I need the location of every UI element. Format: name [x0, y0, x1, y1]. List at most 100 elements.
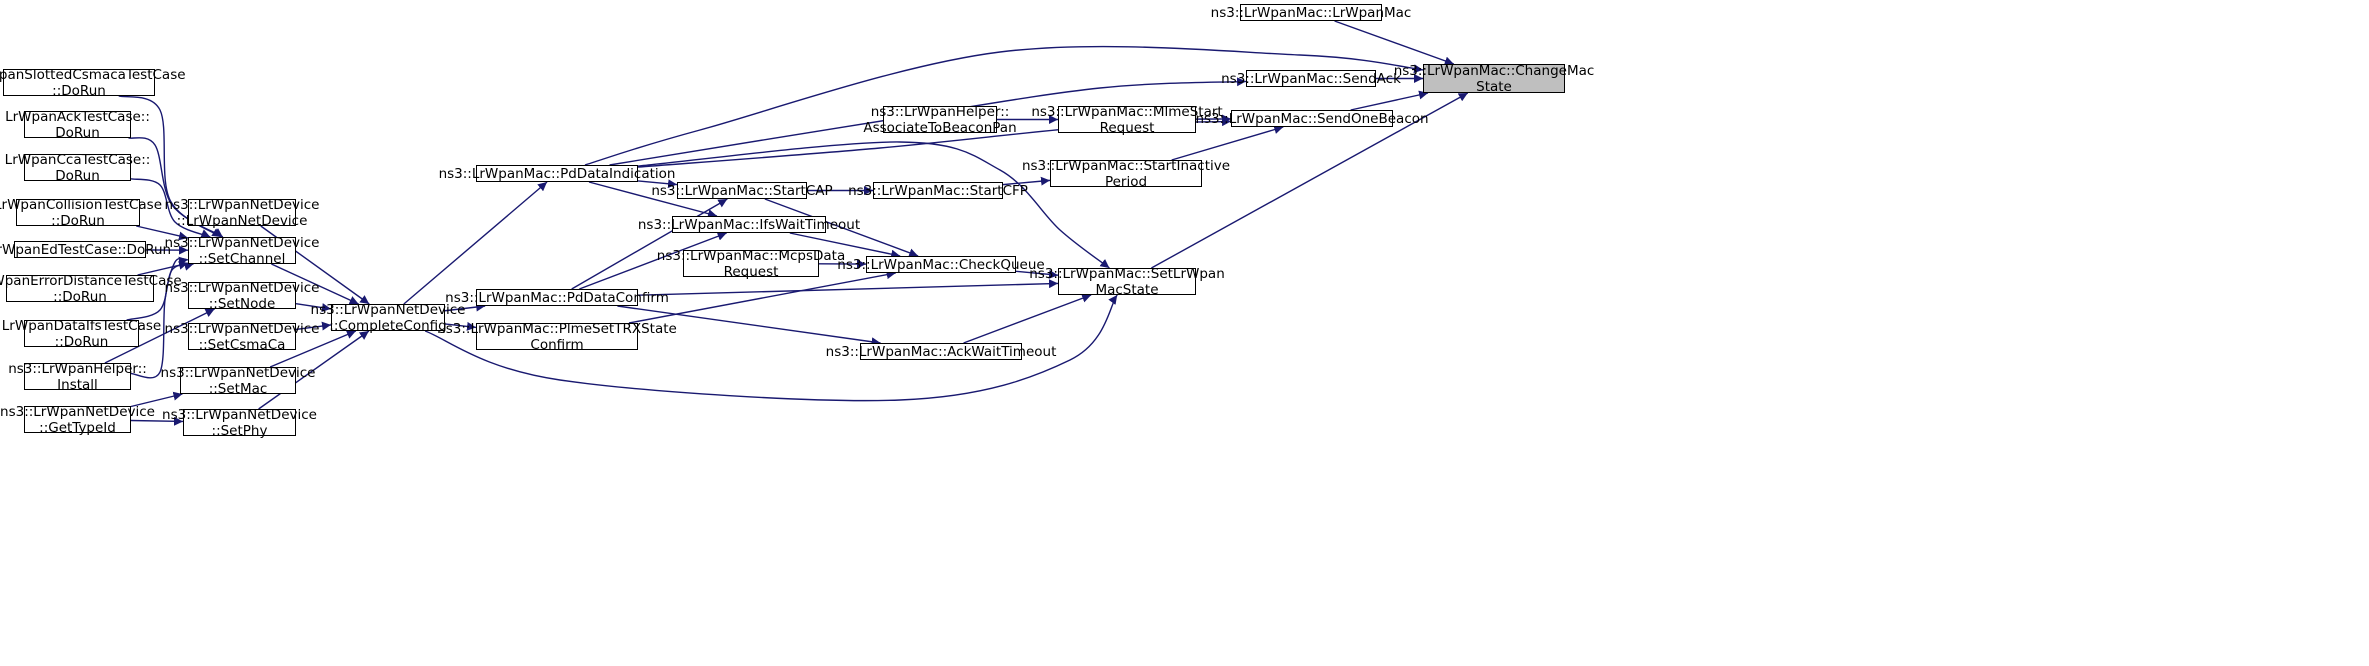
node-label-line: ns3::LrWpanMac::StartCAP: [651, 182, 833, 199]
edge-pddataconf-to-startcap: [571, 198, 728, 290]
node-label-line: Request: [723, 263, 779, 280]
edge-startcap-to-checkqueue: [764, 198, 919, 258]
edge-pddataconf-to-setlrwpan: [637, 279, 1059, 296]
edge-pddataind-to-root: [584, 45, 1424, 166]
edge-setchannel-to-completeconfig: [271, 263, 359, 305]
edge-collision-to-setchannel: [136, 225, 189, 241]
node-label-line: ns3::LrWpanMac::MlmeStart: [1031, 103, 1223, 120]
edge-pddataconf-to-ackwait: [617, 305, 881, 347]
node-setphy[interactable]: ns3::LrWpanNetDevice::SetPhy: [162, 407, 317, 439]
node-label-line: ns3::LrWpanMac::CheckQueue: [837, 256, 1045, 273]
node-label-line: ns3::LrWpanMac::SetLrWpan: [1029, 265, 1225, 282]
node-label-line: ns3::LrWpanMac::PdDataConfirm: [445, 289, 669, 306]
node-label-line: LrWpanSlottedCsmacaTestCase: [0, 66, 186, 83]
node-label-line: ns3::LrWpanMac::ChangeMac: [1393, 62, 1595, 79]
edge-checkqueue-to-setlrwpan: [1015, 269, 1059, 279]
node-edtest[interactable]: LrWpanEdTestCase::DoRun: [0, 241, 171, 258]
node-label-line: ns3::LrWpanMac::LrWpanMac: [1210, 4, 1412, 21]
node-startcap[interactable]: ns3::LrWpanMac::StartCAP: [651, 182, 833, 199]
node-label-line: ns3::LrWpanMac::PdDataIndication: [438, 165, 676, 182]
node-label-line: ns3::LrWpanNetDevice: [164, 279, 320, 296]
node-setnode[interactable]: ns3::LrWpanNetDevice::SetNode: [165, 280, 320, 312]
edge-layer: [104, 20, 1469, 426]
node-collision[interactable]: LrWpanCollisionTestCase::DoRun: [0, 197, 162, 229]
edge-gettypeid-to-setmac: [130, 391, 183, 408]
node-label-line: ns3::LrWpanHelper::: [870, 103, 1010, 120]
node-label-line: Period: [1104, 173, 1148, 190]
node-dataifs[interactable]: LrWpanDataIfsTestCase::DoRun: [2, 318, 161, 350]
node-label-line: ::SetCsmaCa: [198, 336, 286, 353]
node-label-line: ns3::LrWpanMac::AckWaitTimeout: [825, 343, 1057, 360]
node-label-line: ::DoRun: [51, 212, 105, 229]
edge-pddataind-to-sendack: [609, 77, 1247, 166]
edge-pddataind-to-ifswait: [588, 181, 718, 219]
edge-setnode-to-completeconfig: [295, 302, 332, 313]
node-label-line: Confirm: [530, 336, 584, 353]
node-label-line: ns3::LrWpanNetDevice: [164, 320, 320, 337]
node-errordist[interactable]: LrWpanErrorDistanceTestCase::DoRun: [0, 273, 182, 305]
node-setmac[interactable]: ns3::LrWpanNetDevice::SetMac: [161, 365, 316, 397]
node-label-line: LrWpanAckTestCase::: [5, 108, 150, 125]
node-pddataind[interactable]: ns3::LrWpanMac::PdDataIndication: [439, 165, 675, 182]
node-label-line: ns3::LrWpanMac::IfsWaitTimeout: [637, 216, 861, 233]
node-checkqueue[interactable]: ns3::LrWpanMac::CheckQueue: [837, 256, 1045, 273]
node-ctor[interactable]: ns3::LrWpanMac::LrWpanMac: [1211, 4, 1411, 21]
node-startcfp[interactable]: ns3::LrWpanMac::StartCFP: [848, 182, 1028, 199]
edge-helperinstall-to-setchannel: [130, 256, 189, 379]
edge-pddataind-to-startcap: [637, 179, 678, 189]
node-label-line: ::LrWpanNetDevice: [176, 212, 308, 229]
node-gettypeid[interactable]: ns3::LrWpanNetDevice::GetTypeId: [0, 404, 155, 436]
node-ifswait[interactable]: ns3::LrWpanMac::IfsWaitTimeout: [638, 216, 860, 233]
node-label-line: ::DoRun: [52, 82, 106, 99]
node-label-line: ::GetTypeId: [39, 419, 116, 436]
node-slotted[interactable]: LrWpanSlottedCsmacaTestCase::DoRun: [0, 67, 186, 99]
edge-sendonebeacon-to-root: [1350, 90, 1429, 111]
node-label-line: ::DoRun: [53, 288, 107, 305]
edge-ccatest-to-setchannel: [130, 178, 211, 238]
edge-setmac-to-completeconfig: [269, 330, 357, 368]
node-label-line: ns3::LrWpanNetDevice: [160, 364, 316, 381]
node-label-line: DoRun: [55, 167, 100, 184]
node-pddataconf[interactable]: ns3::LrWpanMac::PdDataConfirm: [445, 289, 669, 306]
edge-pddataind-to-setlrwpan: [637, 141, 1110, 269]
edge-setphy-to-completeconfig: [258, 330, 370, 410]
node-sendonebeacon[interactable]: ns3::LrWpanMac::SendOneBeacon: [1195, 110, 1429, 127]
node-label-line: ::SetChannel: [198, 250, 286, 267]
edge-startcfp-to-startinactive: [1002, 176, 1051, 186]
edge-ackwait-to-setlrwpan: [963, 293, 1092, 344]
node-label-line: ::SetPhy: [211, 422, 268, 439]
node-setchannel[interactable]: ns3::LrWpanNetDevice::SetChannel: [165, 235, 320, 267]
node-netdevctor[interactable]: ns3::LrWpanNetDevice::LrWpanNetDevice: [165, 197, 320, 229]
node-label-line: ns3::LrWpanMac::StartCFP: [848, 182, 1028, 199]
node-ccatest[interactable]: LrWpanCcaTestCase::DoRun: [5, 152, 151, 184]
node-label-line: ns3::LrWpanNetDevice: [162, 406, 317, 423]
node-label-line: Request: [1099, 119, 1155, 136]
node-label-line: LrWpanDataIfsTestCase: [1, 317, 162, 334]
edge-startinactive-to-sendonebeacon: [1171, 125, 1284, 161]
node-helperinstall[interactable]: ns3::LrWpanHelper::Install: [8, 361, 147, 393]
edge-setlrwpan-to-root: [1151, 92, 1469, 269]
node-label-line: ::DoRun: [54, 333, 109, 350]
edge-ifswait-to-checkqueue: [789, 232, 901, 259]
node-label-line: ns3::LrWpanMac::McpsData: [656, 247, 846, 264]
node-label-line: LrWpanCollisionTestCase: [0, 196, 162, 213]
edge-completeconfig-to-pddataind: [403, 181, 548, 305]
node-sendack[interactable]: ns3::LrWpanMac::SendAck: [1221, 70, 1401, 87]
node-completeconfig[interactable]: ns3::LrWpanNetDevice::CompleteConfig: [311, 302, 466, 334]
edge-gettypeid-to-setphy: [130, 416, 184, 426]
node-setcsmaca[interactable]: ns3::LrWpanNetDevice::SetCsmaCa: [165, 321, 320, 353]
node-ackwait[interactable]: ns3::LrWpanMac::AckWaitTimeout: [826, 343, 1056, 360]
node-acktest[interactable]: LrWpanAckTestCase::DoRun: [5, 109, 150, 141]
edge-pddataconf-to-ifswait: [579, 231, 727, 290]
edge-completeconfig-to-setlrwpan: [424, 294, 1118, 402]
node-assoc[interactable]: ns3::LrWpanHelper::AssociateToBeaconPan: [863, 104, 1016, 136]
node-label-line: ns3::LrWpanNetDevice: [310, 301, 466, 318]
